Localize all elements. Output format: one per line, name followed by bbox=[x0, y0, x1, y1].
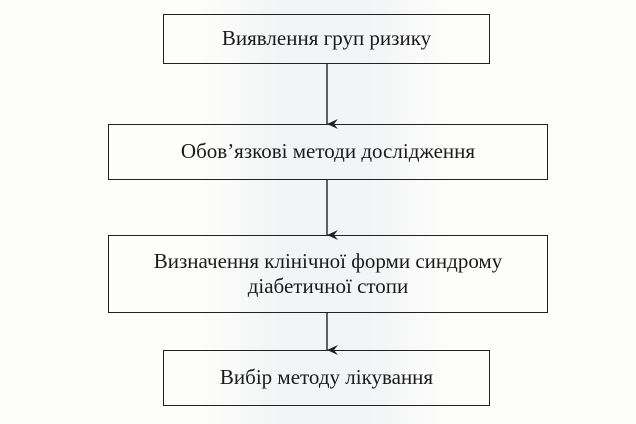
step-text-line-2: діабетичної стопи bbox=[247, 274, 409, 298]
step-text: Виявлення груп ризику bbox=[221, 26, 432, 51]
scan-shading bbox=[200, 0, 450, 424]
step-text: Вибір методу лікування bbox=[219, 365, 434, 390]
step-clinical-form: Визначення клінічної форми синдрому діаб… bbox=[108, 235, 548, 313]
step-treatment-choice: Вибір методу лікування bbox=[163, 350, 490, 406]
step-text-line-1: Визначення клінічної форми синдрому bbox=[153, 248, 503, 273]
step-text: Обов’язкові методи дослідження bbox=[180, 139, 476, 164]
step-risk-groups: Виявлення груп ризику bbox=[163, 14, 490, 64]
step-mandatory-methods: Обов’язкові методи дослідження bbox=[108, 124, 548, 180]
